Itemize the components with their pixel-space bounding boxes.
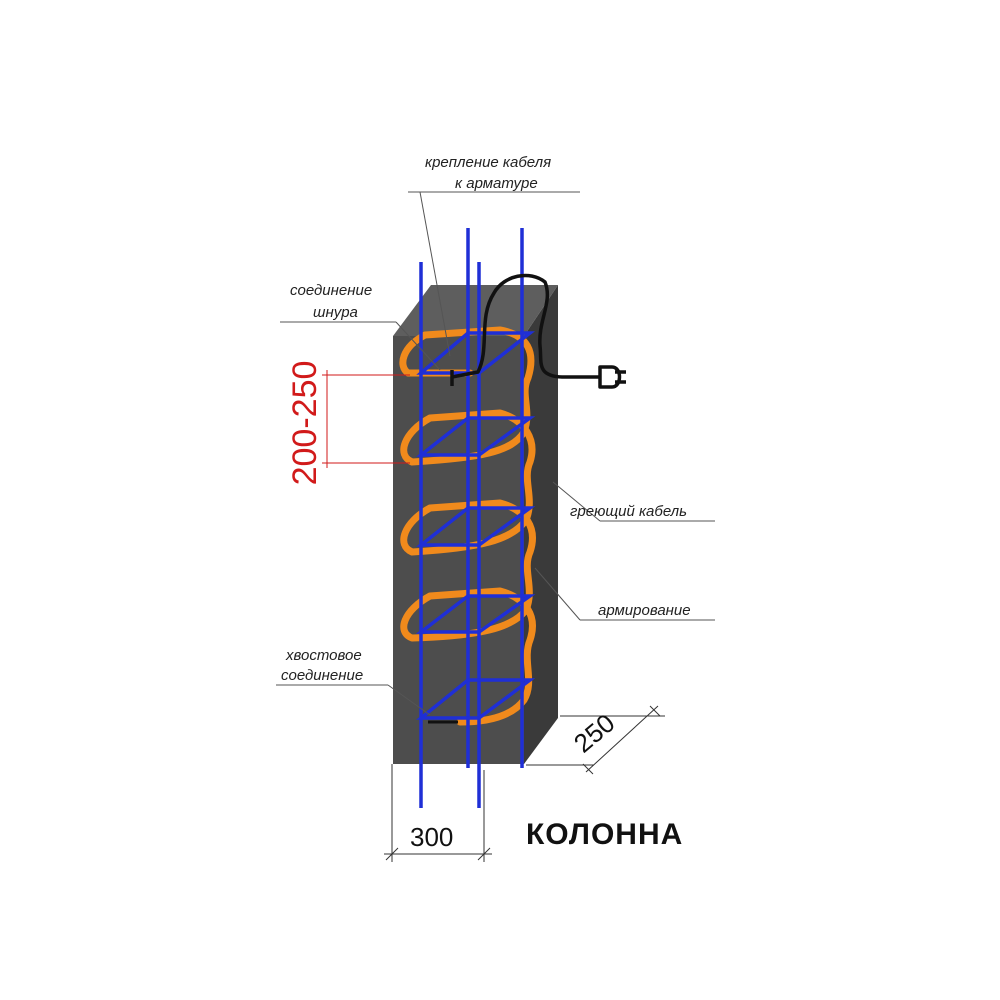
label-reinforcement: армирование — [598, 602, 691, 619]
cord-path — [451, 273, 600, 379]
pitch-dimension-text: 200-250 — [286, 361, 324, 486]
heating-cable-coil — [399, 326, 536, 726]
label-tail-connection-line1: хвостовое — [285, 647, 362, 664]
plug-icon — [598, 365, 626, 389]
label-cord-connection-line2: шнура — [313, 304, 358, 321]
dimension-lines — [322, 370, 665, 862]
label-heating-cable: греющий кабель — [570, 503, 687, 520]
supply-cord — [428, 273, 626, 724]
stirrup-3 — [415, 506, 536, 547]
stirrup-4 — [415, 594, 536, 634]
diagram-title: КОЛОННА — [526, 818, 683, 851]
heating-cable-path — [399, 326, 536, 726]
column-side-face — [524, 285, 558, 764]
depth-dimension-text: 250 — [568, 708, 621, 759]
column-top-face — [393, 285, 558, 336]
label-cable-fastening-line1: крепление кабеля — [425, 154, 551, 171]
width-dimension-text: 300 — [410, 822, 453, 852]
leader-lines — [276, 191, 715, 716]
stirrup-5 — [416, 678, 536, 720]
reinforcement-cage — [415, 228, 536, 808]
stirrup-2 — [415, 416, 536, 457]
label-tail-connection-line2: соединение — [281, 667, 363, 684]
stirrup-1 — [416, 331, 536, 375]
label-cord-connection-line1: соединение — [290, 282, 372, 299]
labels: крепление кабеля к арматуре соединение ш… — [281, 154, 691, 852]
label-cable-fastening-line2: к арматуре — [455, 175, 538, 192]
